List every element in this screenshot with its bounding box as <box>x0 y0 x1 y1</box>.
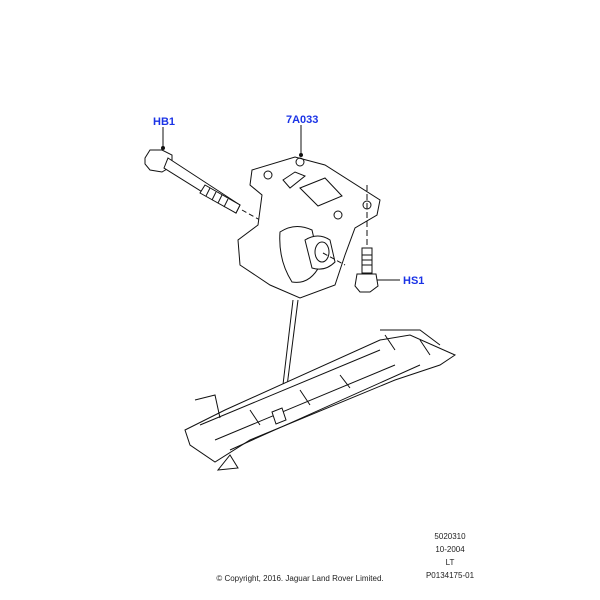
hb1-leader-dot <box>161 146 165 150</box>
copyright: © Copyright, 2016. Jaguar Land Rover Lim… <box>216 574 384 583</box>
callout-hs1[interactable]: HS1 <box>403 275 425 287</box>
engine-mount-drawing <box>237 156 381 299</box>
callout-hb1[interactable]: HB1 <box>153 116 176 128</box>
callout-7a033[interactable]: 7A033 <box>286 114 319 126</box>
info-illustration-id: P0134175-01 <box>425 571 475 580</box>
bolt-hb1-drawing <box>144 149 261 221</box>
bolt-hs1-drawing <box>354 247 379 293</box>
info-date: 10-2004 <box>435 545 465 554</box>
illustration-info: 5020310 10-2004 LT P0134175-01 <box>400 530 500 582</box>
info-variant: LT <box>445 558 455 567</box>
info-code: 5020310 <box>434 532 466 541</box>
7a033-leader-dot <box>299 153 303 157</box>
chassis-frame-drawing <box>184 329 457 471</box>
